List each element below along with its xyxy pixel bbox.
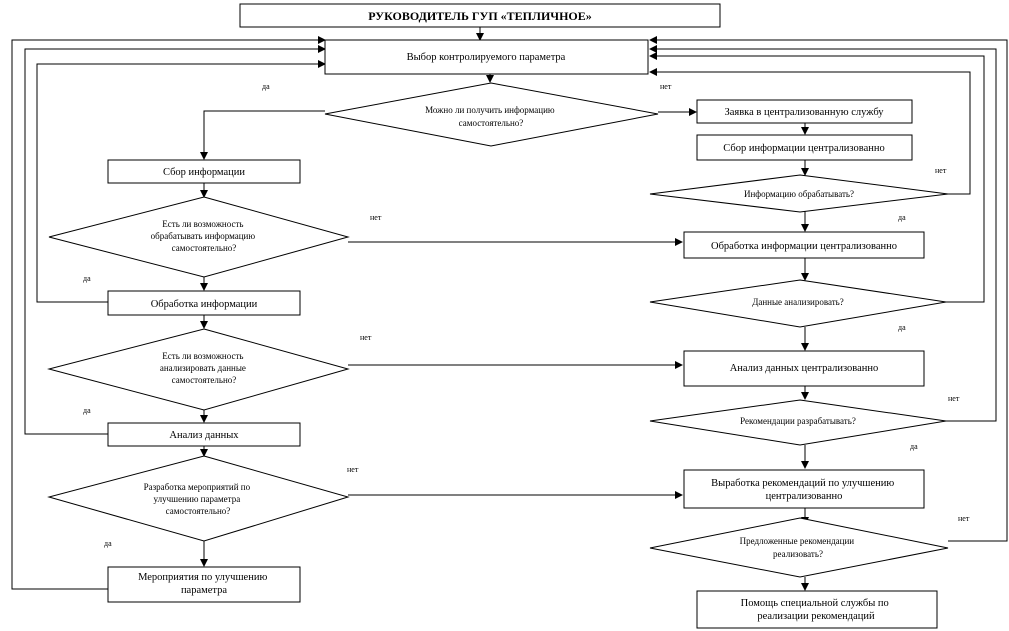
title-node: РУКОВОДИТЕЛЬ ГУП «ТЕПЛИЧНОЕ» xyxy=(239,3,721,28)
node-process: Обработка информации xyxy=(107,290,301,316)
connector-qanal-no-loop xyxy=(649,52,985,303)
label-no-q1: нет xyxy=(660,82,672,91)
svg-text:Есть ли возможность обра: Есть ли возможность обрабатывать информа… xyxy=(151,219,258,253)
label-no-implement: нет xyxy=(958,514,970,523)
connector-process-loop xyxy=(36,60,326,303)
label-yes-q2: да xyxy=(83,274,91,283)
decision-measures-self-line2: улучшению параметра xyxy=(154,494,241,504)
decision-implement-line1: Предложенные рекомендации xyxy=(740,536,855,546)
decision-implement: Предложенные рекомендации реализовать? xyxy=(649,517,949,578)
label-yes-develop: да xyxy=(910,442,918,451)
svg-text:Мероприятия по улучшению: Мероприятия по улучшению параметра xyxy=(138,572,270,596)
decision-process-self: Есть ли возможность обрабатывать информа… xyxy=(48,196,350,278)
node-develop-central-line2: централизованно xyxy=(766,491,843,502)
svg-text:Выработка рекомендаций по улуч: Выработка рекомендаций по улучшению цент… xyxy=(711,478,897,502)
decision-analyze-self-line2: анализировать данные xyxy=(160,363,246,373)
node-select-param: Выбор контролируемого параметра xyxy=(324,39,649,75)
node-develop-central-line1: Выработка рекомендаций по улучшению xyxy=(711,478,894,489)
decision-process-self-line1: Есть ли возможность xyxy=(162,219,243,229)
decision-process-info-text: Информацию обрабатывать? xyxy=(744,189,854,199)
svg-text:Есть ли возможность анал: Есть ли возможность анализировать данные… xyxy=(160,351,248,385)
decision-measures-self-line1: Разработка мероприятий по xyxy=(144,482,251,492)
node-help-service: Помощь специальной службы по реализации … xyxy=(696,590,938,629)
decision-process-self-line2: обрабатывать информацию xyxy=(151,231,256,241)
decision-implement-line2: реализовать? xyxy=(773,549,823,559)
edge-labels: да нет нет да нет да да нет нет да да не… xyxy=(83,82,970,548)
connector-q1-collect xyxy=(200,110,325,160)
decision-process-info: Информацию обрабатывать? xyxy=(649,174,949,213)
decision-info-self-line2: самостоятельно? xyxy=(459,118,524,128)
svg-text:Предложенные рекомендации: Предложенные рекомендации реализовать? xyxy=(740,536,857,559)
node-measures: Мероприятия по улучшению параметра xyxy=(107,566,301,603)
label-no-q4: нет xyxy=(347,465,359,474)
node-request-central-text: Заявка в централизованную службу xyxy=(724,107,884,118)
node-collect-central-text: Сбор информации централизованно xyxy=(723,143,884,154)
decision-measures-self-line3: самостоятельно? xyxy=(166,506,231,516)
decision-measures-self: Разработка мероприятий по улучшению пара… xyxy=(47,455,350,542)
label-no-q3: нет xyxy=(360,333,372,342)
decision-analyze-self-line1: Есть ли возможность xyxy=(162,351,243,361)
label-yes-q4: да xyxy=(104,539,112,548)
decision-info-self: Можно ли получить информацию самостоятел… xyxy=(324,82,659,147)
title-text: РУКОВОДИТЕЛЬ ГУП «ТЕПЛИЧНОЕ» xyxy=(368,9,592,23)
decision-analyze-self-line3: самостоятельно? xyxy=(172,375,237,385)
node-help-service-line1: Помощь специальной службы по xyxy=(741,598,889,609)
node-analyze-central: Анализ данных централизованно xyxy=(683,350,925,387)
label-yes-process-info: да xyxy=(898,213,906,222)
node-help-service-line2: реализации рекомендаций xyxy=(757,611,875,622)
node-collect: Сбор информации xyxy=(107,159,301,184)
node-analyze-central-text: Анализ данных централизованно xyxy=(730,363,879,374)
connector-measures-loop xyxy=(11,36,326,590)
node-request-central: Заявка в централизованную службу xyxy=(696,99,913,124)
decision-develop-recs: Рекомендации разрабатывать? xyxy=(649,399,947,446)
node-process-central-text: Обработка информации централизованно xyxy=(711,241,897,252)
decision-info-self-line1: Можно ли получить информацию xyxy=(425,105,555,115)
node-process-text: Обработка информации xyxy=(151,299,258,310)
connector-qimpl-no-loop xyxy=(649,36,1008,542)
node-collect-central: Сбор информации централизованно xyxy=(696,134,913,161)
label-no-q2: нет xyxy=(370,213,382,222)
node-measures-line1: Мероприятия по улучшению xyxy=(138,572,267,583)
decision-process-self-line3: самостоятельно? xyxy=(172,243,237,253)
node-measures-line2: параметра xyxy=(181,585,227,596)
label-no-process-info: нет xyxy=(935,166,947,175)
svg-text:Можно ли получить информацию: Можно ли получить информацию самостоятел… xyxy=(425,105,557,128)
node-develop-central: Выработка рекомендаций по улучшению цент… xyxy=(683,469,925,509)
label-yes-q1: да xyxy=(262,82,270,91)
node-collect-text: Сбор информации xyxy=(163,167,245,178)
svg-text:Помощь специальной службы по: Помощь специальной службы по реализации … xyxy=(741,598,892,622)
connector-qdev-no-loop xyxy=(649,45,997,422)
label-no-develop: нет xyxy=(948,394,960,403)
decision-analyze-self: Есть ли возможность анализировать данные… xyxy=(47,328,350,411)
node-analyze-text: Анализ данных xyxy=(169,430,239,441)
label-yes-analyze-data: да xyxy=(898,323,906,332)
connector-qproc-no-loop xyxy=(649,68,971,195)
decision-analyze-data: Данные анализировать? xyxy=(649,279,947,328)
decision-analyze-data-text: Данные анализировать? xyxy=(752,297,844,307)
connectors xyxy=(11,27,1008,591)
svg-text:Разработка мероприятий по: Разработка мероприятий по улучшению пара… xyxy=(144,482,253,516)
node-analyze: Анализ данных xyxy=(107,422,301,447)
decision-develop-recs-text: Рекомендации разрабатывать? xyxy=(740,416,856,426)
node-process-central: Обработка информации централизованно xyxy=(683,231,925,259)
connector-analyze-loop xyxy=(24,45,326,435)
node-select-param-text: Выбор контролируемого параметра xyxy=(407,52,566,63)
label-yes-q3: да xyxy=(83,406,91,415)
